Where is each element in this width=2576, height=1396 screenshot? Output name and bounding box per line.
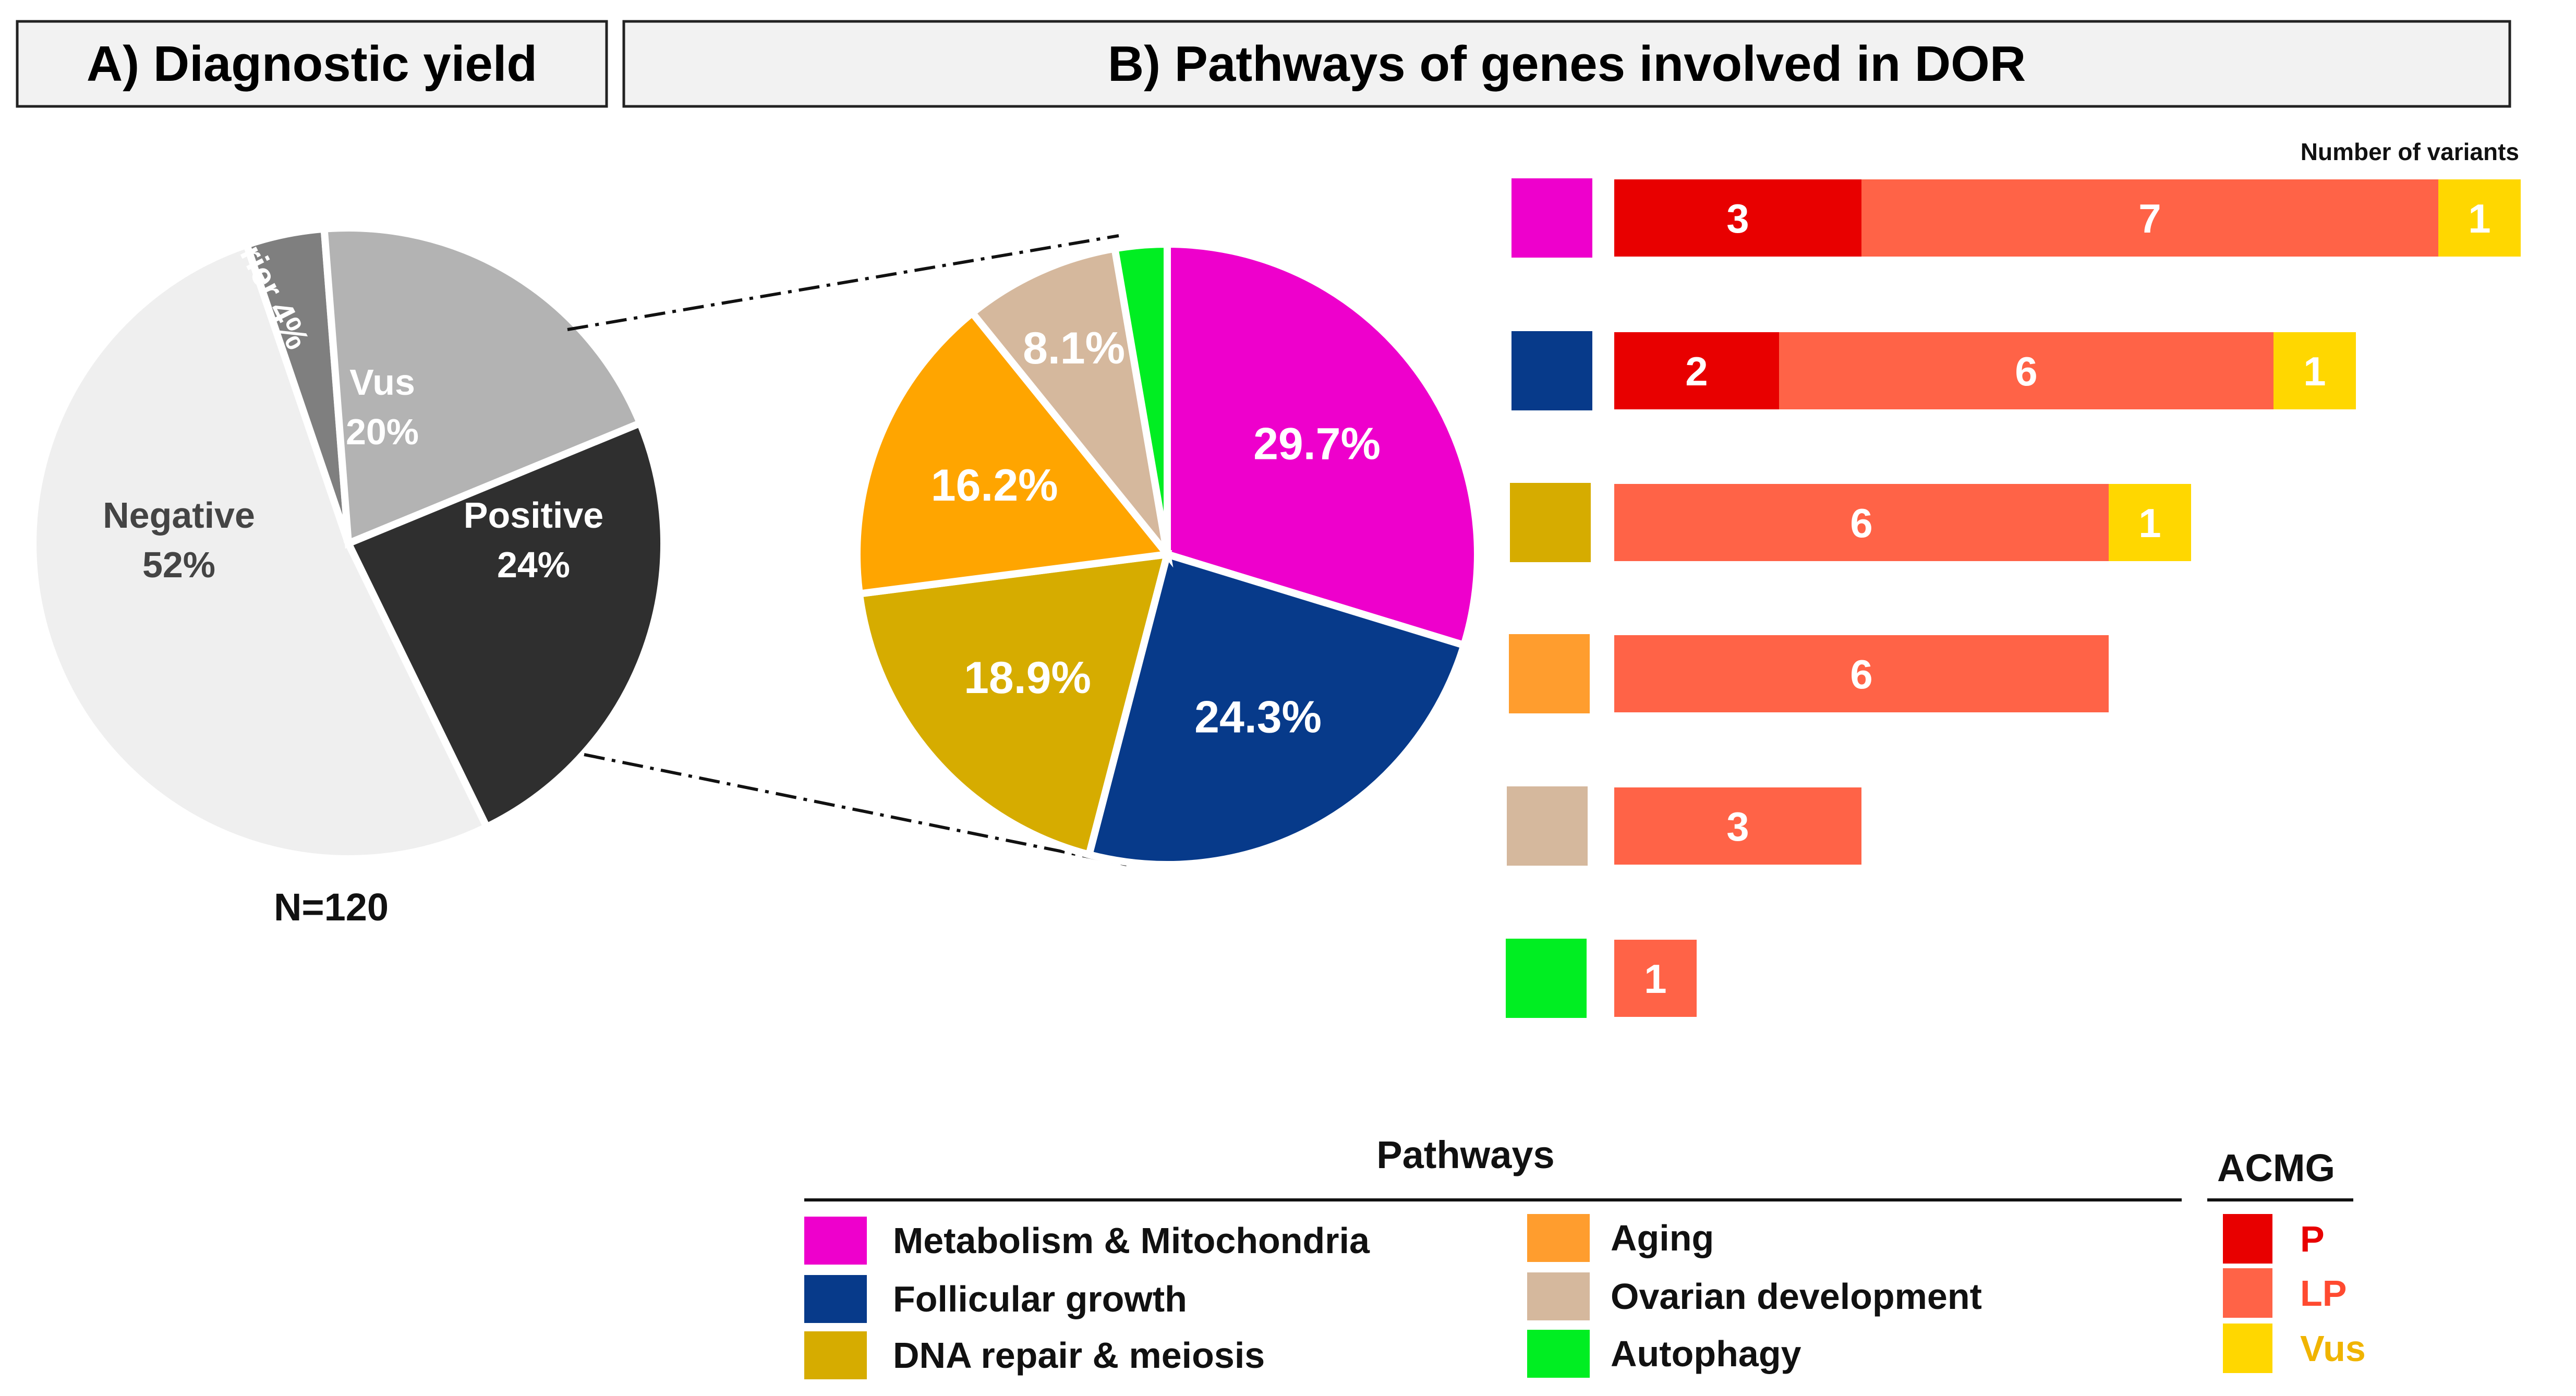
pie-b-slice-aging (853, 308, 1175, 598)
panel-b-header-box (622, 20, 2511, 108)
legend-label-ovarian-development: Ovarian development (1611, 1276, 1982, 1317)
bar-label-metabolism-mitochondria-p: 3 (1726, 196, 1749, 241)
bar-label-dna-repair-meiosis-lp: 6 (1850, 500, 1872, 546)
pie-b-slice-metabolism-mitochondria (1164, 240, 1481, 650)
pie-a-label-positive: Positive (464, 495, 603, 536)
bar-metabolism-mitochondria-lp (1861, 179, 2438, 257)
pie-b-label-ovarian-development: 8.1% (1023, 323, 1125, 373)
acmg-label-vus: Vus (2300, 1328, 2366, 1369)
bar-label-follicular-growth-vus: 1 (2303, 348, 2326, 394)
legend-label-aging: Aging (1611, 1218, 1714, 1258)
bar-ovarian-development-lp (1614, 787, 1861, 865)
bar-swatch-dna-repair-meiosis (1510, 483, 1591, 562)
panel-b-title: B) Pathways of genes involved in DOR (1108, 36, 2026, 92)
bar-dna-repair-meiosis-lp (1614, 484, 2109, 561)
acmg-swatch-lp (2223, 1268, 2272, 1318)
connector-top (567, 234, 1119, 331)
bar-axis-title: Number of variants (2301, 138, 2519, 165)
legend-swatch-dna-repair-meiosis (804, 1331, 867, 1379)
panel-b-header: B) Pathways of genes involved in DOR (622, 20, 2511, 108)
bar-swatch-aging (1509, 634, 1590, 713)
bar-dna-repair-meiosis-vus (2109, 484, 2191, 561)
legend-label-dna-repair-meiosis: DNA repair & meiosis (893, 1335, 1265, 1376)
bar-label-autophagy-lp: 1 (1644, 956, 1666, 1002)
bar-autophagy-lp (1614, 940, 1697, 1017)
pie-a-label-negative: Negative (103, 495, 255, 536)
bar-label-metabolism-mitochondria-lp: 7 (2138, 196, 2161, 241)
legend-swatch-autophagy (1527, 1330, 1590, 1378)
bar-follicular-growth-vus (2273, 332, 2356, 409)
variants-stacked-bars: 3 7 1 2 6 1 6 1 6 3 1 (1506, 178, 2521, 1018)
panel-a-header: A) Diagnostic yield (16, 20, 608, 108)
pathways-legend-title: Pathways (1376, 1133, 1554, 1176)
legend-label-follicular-growth: Follicular growth (893, 1279, 1187, 1319)
pie-b-label-metabolism-mitochondria: 29.7% (1253, 419, 1381, 469)
bar-label-follicular-growth-lp: 6 (2015, 348, 2037, 394)
bar-follicular-growth-p (1614, 332, 1779, 409)
acmg-swatch-vus (2223, 1324, 2272, 1373)
bar-swatch-follicular-growth (1511, 331, 1592, 410)
pathways-legend: Pathways Metabolism & MitochondriaFollic… (804, 1133, 2182, 1379)
acmg-label-lp: LP (2300, 1273, 2347, 1314)
pie-b-slice-follicular-growth (1084, 550, 1469, 868)
legend-label-metabolism-mitochondria: Metabolism & Mitochondria (893, 1220, 1370, 1261)
pie-a-value-positive: 24% (497, 544, 570, 585)
pie-b-slice-autophagy (1110, 240, 1171, 555)
bar-label-aging-lp: 6 (1850, 651, 1872, 697)
bar-label-follicular-growth-p: 2 (1685, 348, 1708, 394)
acmg-legend-title: ACMG (2217, 1146, 2335, 1189)
pie-b-label-dna-repair-meiosis: 18.9% (964, 653, 1091, 703)
pie-b-slice-dna-repair-meiosis (855, 550, 1172, 859)
legend-swatch-ovarian-development (1527, 1272, 1590, 1320)
connector-bottom (584, 753, 1127, 866)
pie-b-label-follicular-growth: 24.3% (1194, 693, 1322, 743)
bar-label-ovarian-development-lp: 3 (1726, 804, 1749, 849)
pie-a-slice-vus (320, 224, 645, 549)
bar-swatch-ovarian-development (1507, 786, 1588, 866)
pie-a-slice-positive (343, 418, 668, 832)
pie-a-sample-size: N=120 (274, 885, 389, 929)
explode-connectors (567, 234, 1127, 866)
acmg-legend: ACMG P LP Vus (2207, 1146, 2366, 1373)
pie-a-value-negative: 52% (142, 544, 215, 585)
bar-swatch-autophagy (1506, 939, 1587, 1018)
legend-swatch-follicular-growth (804, 1275, 867, 1323)
bar-metabolism-mitochondria-vus (2438, 179, 2521, 257)
acmg-label-p: P (2300, 1219, 2325, 1259)
bar-follicular-growth-lp (1779, 332, 2273, 409)
bar-swatch-metabolism-mitochondria (1511, 178, 1592, 258)
pie-a-label-vus: Vus (349, 362, 415, 403)
bar-label-dna-repair-meiosis-vus: 1 (2138, 500, 2161, 546)
legend-label-autophagy: Autophagy (1611, 1333, 1801, 1374)
panel-a-header-box (16, 20, 608, 108)
panel-a-title: A) Diagnostic yield (87, 36, 537, 92)
legend-swatch-aging (1527, 1214, 1590, 1262)
legend-swatch-metabolism-mitochondria (804, 1217, 867, 1265)
acmg-swatch-p (2223, 1214, 2272, 1264)
bar-aging-lp (1614, 635, 2109, 712)
bar-label-metabolism-mitochondria-vus: 1 (2468, 196, 2490, 241)
bar-metabolism-mitochondria-p (1614, 179, 1861, 257)
pathways-pie: 29.7% 24.3% 18.9% 16.2% 8.1% (853, 240, 1481, 868)
pie-a-slice-negative (29, 240, 492, 863)
pie-b-slice-ovarian-development (967, 244, 1174, 568)
pie-a-value-vus: 20% (346, 411, 419, 452)
pie-b-label-aging: 16.2% (931, 460, 1058, 511)
